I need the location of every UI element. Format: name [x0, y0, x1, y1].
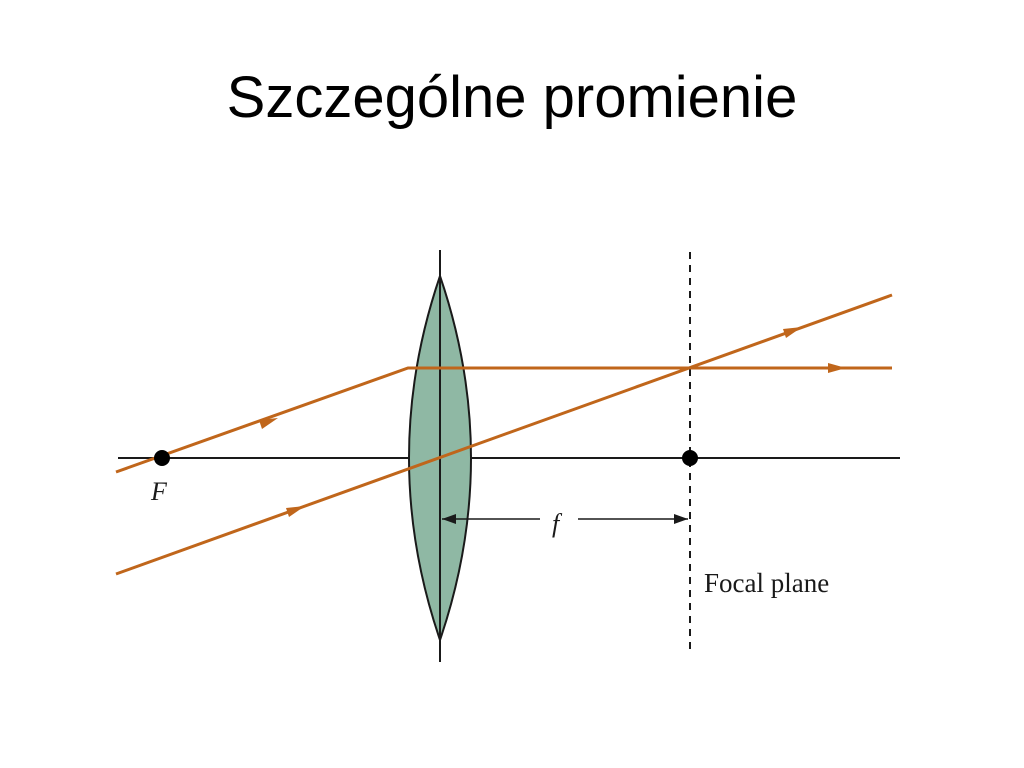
focal-length-arrow-left — [442, 514, 456, 524]
ray-through-center — [115, 293, 893, 576]
ray-through-focus — [115, 366, 892, 474]
focal-length-label: f — [552, 509, 563, 538]
ray-arrowhead-3 — [783, 327, 802, 338]
front-focal-point — [154, 450, 170, 466]
ray-arrowhead-1 — [259, 418, 278, 429]
focal-length-arrow-right — [674, 514, 688, 524]
focal-plane-label: Focal plane — [704, 568, 829, 598]
ray-arrowhead-4 — [828, 363, 846, 373]
slide-title: Szczególne promienie — [226, 65, 798, 130]
focal-point-label: F — [150, 477, 168, 506]
back-focal-point — [682, 450, 698, 466]
ray-arrowhead-2 — [286, 506, 305, 517]
